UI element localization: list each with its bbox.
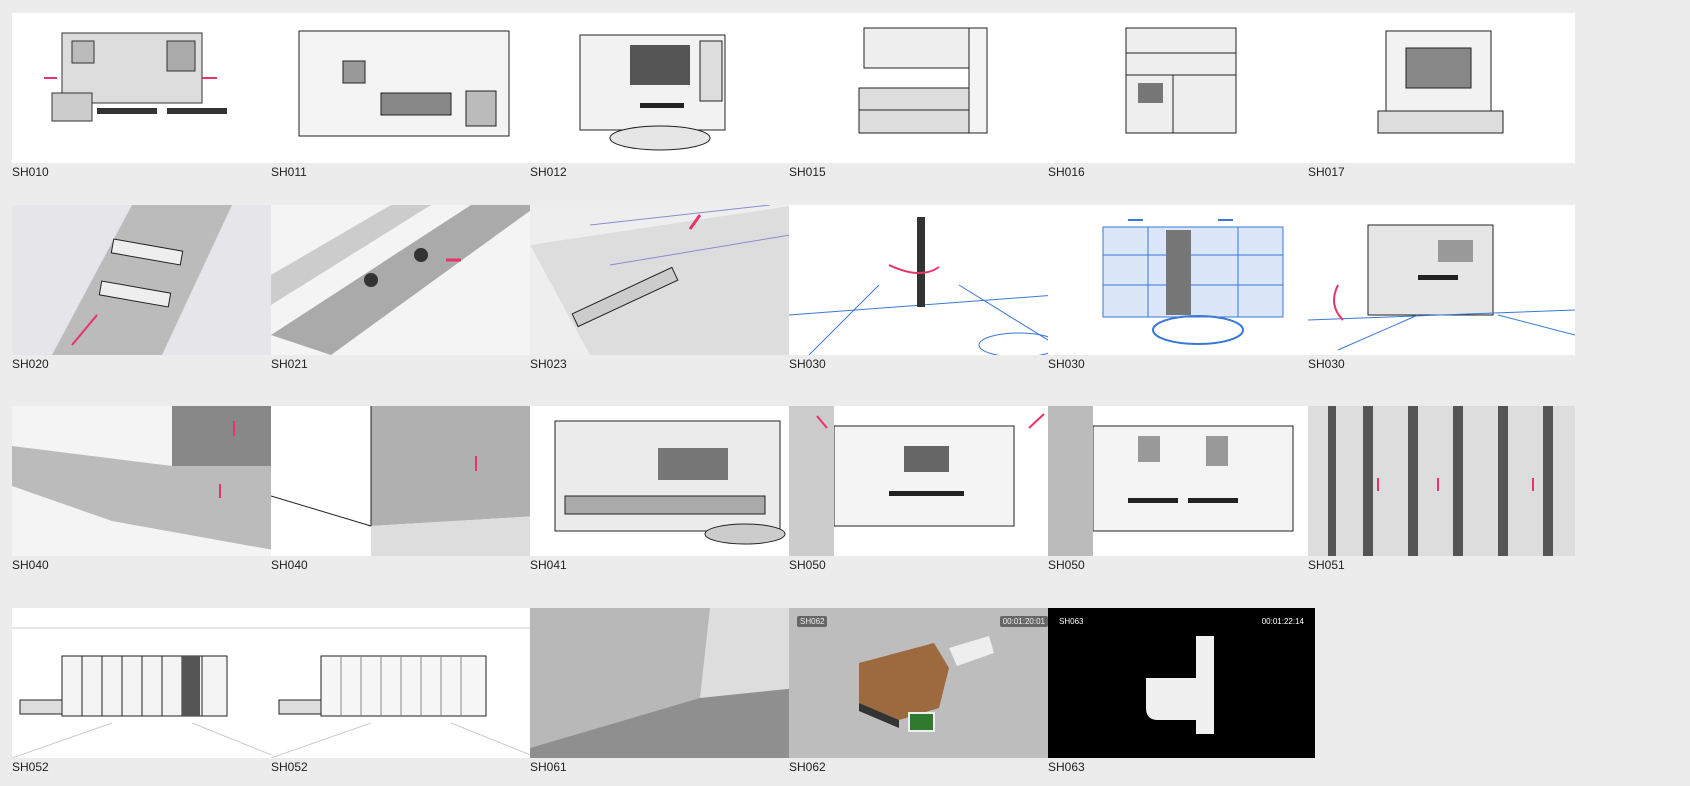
- shot-overlay-label: SH062: [797, 616, 828, 627]
- frame-label: SH010: [12, 165, 49, 179]
- frame-thumbnail: [1308, 205, 1575, 355]
- storyboard-frame-sh052b[interactable]: SH052: [271, 608, 538, 774]
- storyboard-frame-sh052a[interactable]: SH052: [12, 608, 279, 774]
- frame-label: SH017: [1308, 165, 1345, 179]
- storyboard-frame-sh041[interactable]: SH041: [530, 406, 797, 572]
- frame-thumbnail: [789, 13, 1056, 163]
- frame-label: SH021: [271, 357, 308, 371]
- frame-thumbnail: [1308, 13, 1575, 163]
- frame-thumbnail: SH062 00:01:20:01: [789, 608, 1056, 758]
- frame-label: SH052: [12, 760, 49, 774]
- storyboard-frame-sh010[interactable]: SH010: [12, 13, 279, 179]
- storyboard-frame-sh017[interactable]: SH017: [1308, 13, 1575, 179]
- storyboard-frame-sh040a[interactable]: SH040: [12, 406, 279, 572]
- frame-label: SH023: [530, 357, 567, 371]
- frame-label: SH016: [1048, 165, 1085, 179]
- frame-label: SH052: [271, 760, 308, 774]
- frame-label: SH020: [12, 357, 49, 371]
- frame-thumbnail: [530, 608, 797, 758]
- storyboard-frame-sh050a[interactable]: SH050: [789, 406, 1056, 572]
- storyboard-frame-sh023[interactable]: SH023: [530, 205, 797, 371]
- storyboard-frame-sh061[interactable]: SH061: [530, 608, 797, 774]
- frame-thumbnail: [271, 406, 538, 556]
- storyboard-frame-sh051[interactable]: SH051: [1308, 406, 1575, 572]
- frame-thumbnail: [271, 13, 538, 163]
- frame-thumbnail: [789, 205, 1056, 355]
- frame-label: SH030: [1308, 357, 1345, 371]
- frame-label: SH012: [530, 165, 567, 179]
- frame-thumbnail: [1048, 205, 1315, 355]
- frame-label: SH050: [1048, 558, 1085, 572]
- frame-thumbnail: [12, 406, 279, 556]
- storyboard-frame-sh021[interactable]: SH021: [271, 205, 538, 371]
- storyboard-frame-sh030b[interactable]: SH030: [1048, 205, 1315, 371]
- frame-label: SH040: [12, 558, 49, 572]
- storyboard-frame-sh016[interactable]: SH016: [1048, 13, 1315, 179]
- frame-thumbnail: SH063 00:01:22:14: [1048, 608, 1315, 758]
- frame-thumbnail: [12, 13, 279, 163]
- frame-thumbnail: [271, 608, 538, 758]
- frame-label: SH011: [271, 165, 307, 179]
- frame-label: SH015: [789, 165, 826, 179]
- storyboard-frame-sh015[interactable]: SH015: [789, 13, 1056, 179]
- frame-label: SH041: [530, 558, 567, 572]
- frame-label: SH030: [1048, 357, 1085, 371]
- storyboard-frame-sh011[interactable]: SH011: [271, 13, 538, 179]
- frame-thumbnail: [271, 205, 538, 355]
- frame-thumbnail: [530, 13, 797, 163]
- frame-label: SH063: [1048, 760, 1085, 774]
- timecode-overlay: 00:01:22:14: [1261, 617, 1304, 626]
- storyboard-frame-sh020[interactable]: SH020: [12, 205, 279, 371]
- frame-thumbnail: [530, 406, 797, 556]
- frame-thumbnail: [1048, 13, 1315, 163]
- frame-thumbnail: [1308, 406, 1575, 556]
- frame-label: SH051: [1308, 558, 1345, 572]
- storyboard-frame-sh050b[interactable]: SH050: [1048, 406, 1315, 572]
- storyboard-frame-sh040b[interactable]: SH040: [271, 406, 538, 572]
- frame-thumbnail: [1048, 406, 1315, 556]
- frame-thumbnail: [789, 406, 1056, 556]
- shot-overlay-label: SH063: [1059, 617, 1084, 626]
- storyboard-frame-sh012[interactable]: SH012: [530, 13, 797, 179]
- frame-label: SH040: [271, 558, 308, 572]
- storyboard-frame-sh030a[interactable]: SH030: [789, 205, 1056, 371]
- timecode-overlay: 00:01:20:01: [999, 616, 1048, 627]
- storyboard-frame-sh030c[interactable]: SH030: [1308, 205, 1575, 371]
- frame-label: SH030: [789, 357, 826, 371]
- frame-thumbnail: [530, 205, 797, 355]
- frame-thumbnail: [12, 608, 279, 758]
- frame-label: SH050: [789, 558, 826, 572]
- frame-label: SH062: [789, 760, 826, 774]
- frame-label: SH061: [530, 760, 567, 774]
- frame-thumbnail: [12, 205, 279, 355]
